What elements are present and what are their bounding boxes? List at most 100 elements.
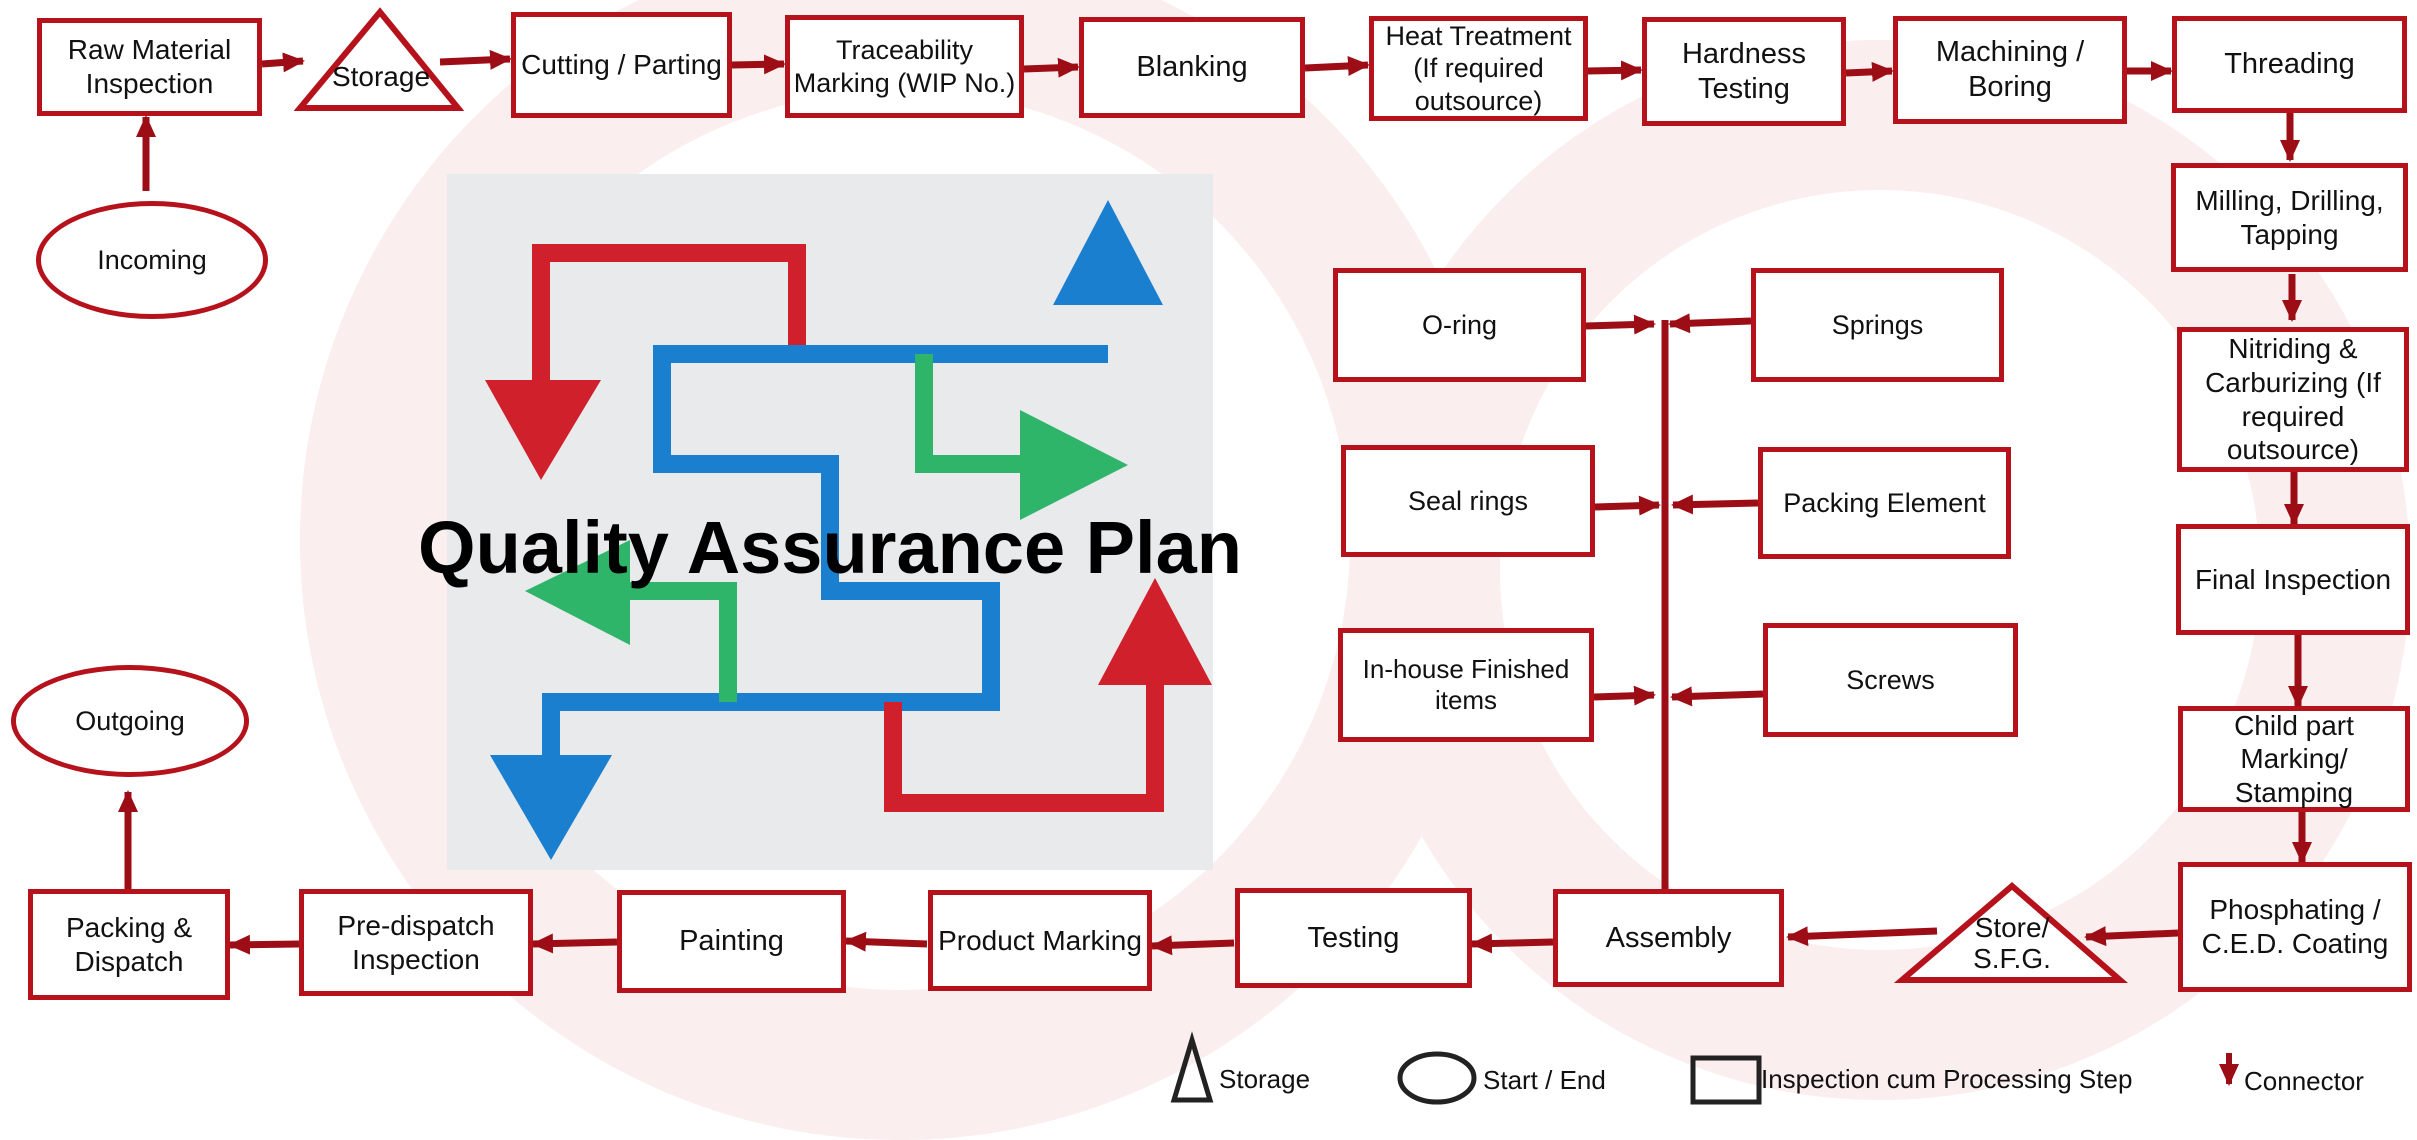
hero-green-arrowhead-right <box>1020 410 1128 520</box>
screws-label: Screws <box>1846 664 1935 695</box>
in-house-finished-items-label: In-house Finished items <box>1362 653 1570 715</box>
incoming-oval: Incoming <box>36 201 268 319</box>
machining-boring-box: Machining / Boring <box>1893 16 2127 124</box>
blanking-box: Blanking <box>1079 17 1305 118</box>
final-inspection-box: Final Inspection <box>2176 524 2410 635</box>
painting-label: Painting <box>679 925 784 958</box>
arrow-hardness-to-machining <box>1845 61 1894 82</box>
pre-dispatch-inspection-box: Pre-dispatch Inspection <box>299 889 533 996</box>
hero-red-path <box>532 244 806 400</box>
traceability-marking-box: Traceability Marking (WIP No.) <box>785 15 1024 118</box>
storage-triangle <box>293 7 465 111</box>
arrow-store-to-assembly <box>1786 926 1938 947</box>
hero-red-arrowhead <box>485 380 601 480</box>
assembly-label: Assembly <box>1605 921 1732 954</box>
arrow-blanking-to-heat <box>1304 55 1370 76</box>
packing-element-label: Packing Element <box>1783 487 1986 518</box>
nitriding-carburizing-label: Nitriding & Carburizing (If required out… <box>2205 333 2381 466</box>
testing-label: Testing <box>1307 921 1400 954</box>
flowchart-canvas: Quality Assurance Plan <box>11 0 2412 1140</box>
arrow-cutting-to-traceability <box>731 54 786 75</box>
hardness-testing-box: Hardness Testing <box>1642 17 1846 126</box>
springs-label: Springs <box>1831 309 1924 340</box>
assembly-box: Assembly <box>1553 889 1784 987</box>
hero-blue-arrowhead-down <box>490 755 612 860</box>
hero-blue-path <box>542 345 1108 770</box>
nitriding-carburizing-box: Nitriding & Carburizing (If required out… <box>2177 327 2409 472</box>
arrow-seal-to-bus <box>1594 495 1661 516</box>
heat-treatment-box: Heat Treatment (If required outsource) <box>1369 16 1588 121</box>
springs-box: Springs <box>1751 268 2004 382</box>
arrow-packing-element-to-bus <box>1671 494 1759 515</box>
o-ring-label: O-ring <box>1421 309 1497 340</box>
packing-dispatch-box: Packing & Dispatch <box>28 889 230 1000</box>
arrow-inhouse-to-bus <box>1593 685 1656 706</box>
product-marking-label: Product Marking <box>938 924 1142 956</box>
testing-box: Testing <box>1235 888 1472 988</box>
seal-rings-label: Seal rings <box>1407 485 1529 516</box>
store-sfg-triangle <box>1893 882 2129 983</box>
hardness-testing-label: Hardness Testing <box>1681 37 1807 105</box>
outgoing-oval: Outgoing <box>11 665 249 777</box>
arrow-raw-to-storage <box>261 52 305 73</box>
arrow-heat-to-hardness <box>1587 60 1643 81</box>
arrow-testing-to-product-marking <box>1150 935 1235 956</box>
in-house-finished-items-box: In-house Finished items <box>1338 628 1594 742</box>
heat-treatment-label: Heat Treatment (If required outsource) <box>1385 20 1572 116</box>
child-part-marking-label: Child part Marking/ Stamping <box>2234 709 2354 808</box>
hero-title: Quality Assurance Plan <box>418 506 1242 589</box>
arrow-product-marking-to-painting <box>844 931 928 952</box>
hero-green-arrowhead-left <box>525 540 630 645</box>
traceability-marking-label: Traceability Marking (WIP No.) <box>793 35 1016 98</box>
legend-start-end-label: Start / End <box>1483 1065 1606 1095</box>
raw-material-inspection-label: Raw Material Inspection <box>67 34 232 99</box>
threading-box: Threading <box>2172 16 2407 113</box>
milling-drilling-tapping-box: Milling, Drilling, Tapping <box>2171 163 2408 272</box>
arrow-assembly-to-testing <box>1470 933 1554 954</box>
hero-green-path-2 <box>590 582 737 702</box>
cutting-parting-label: Cutting / Parting <box>521 49 722 81</box>
pre-dispatch-inspection-label: Pre-dispatch Inspection <box>337 909 495 975</box>
cutting-parting-box: Cutting / Parting <box>511 12 732 118</box>
connector-layer <box>118 7 2312 1105</box>
packing-dispatch-label: Packing & Dispatch <box>65 911 193 977</box>
arrow-oring-to-bus <box>1585 314 1656 335</box>
legend-inspection-label: Inspection cum Processing Step <box>1761 1064 2133 1094</box>
child-part-marking-box: Child part Marking/ Stamping <box>2178 706 2410 812</box>
legend-inspection-icon <box>1690 1055 1762 1105</box>
milling-drilling-tapping-label: Milling, Drilling, Tapping <box>2195 184 2384 250</box>
arrow-painting-to-predispatch <box>531 933 618 954</box>
hero-arrows-graphic <box>485 200 1212 860</box>
arrow-traceability-to-blanking <box>1023 57 1080 78</box>
hero-blue-arrowhead-up <box>1053 200 1163 305</box>
product-marking-box: Product Marking <box>928 890 1152 991</box>
outgoing-label: Outgoing <box>75 705 185 736</box>
legend-connector-label: Connector <box>2244 1066 2364 1096</box>
arrow-screws-to-bus <box>1670 686 1764 707</box>
final-inspection-label: Final Inspection <box>2194 563 2392 595</box>
incoming-label: Incoming <box>97 244 207 275</box>
o-ring-box: O-ring <box>1333 268 1586 382</box>
storage-label: Storage <box>331 61 431 92</box>
arrow-predispatch-to-packing <box>228 934 300 955</box>
painting-box: Painting <box>617 890 846 993</box>
screws-box: Screws <box>1763 623 2018 737</box>
legend-storage-icon <box>1170 1031 1214 1103</box>
arrow-phosphating-to-store <box>2084 926 2179 947</box>
hero-green-path <box>915 354 1034 473</box>
blanking-label: Blanking <box>1136 51 1248 84</box>
machining-boring-label: Machining / Boring <box>1935 36 2085 103</box>
arrow-storage-to-cutting <box>439 49 512 70</box>
packing-element-box: Packing Element <box>1758 447 2011 559</box>
phosphating-coating-box: Phosphating / C.E.D. Coating <box>2178 862 2412 992</box>
raw-material-inspection-box: Raw Material Inspection <box>37 18 262 116</box>
store-sfg-label: Store/ S.F.G. <box>1973 912 2051 974</box>
legend-storage-label: Storage <box>1219 1064 1311 1094</box>
seal-rings-box: Seal rings <box>1341 445 1595 557</box>
hero-red-path-2 <box>884 655 1164 812</box>
legend-start-end-icon <box>1397 1051 1477 1105</box>
phosphating-coating-label: Phosphating / C.E.D. Coating <box>2201 894 2389 959</box>
threading-label: Threading <box>2224 48 2355 81</box>
hero-red-arrowhead-up <box>1098 578 1212 685</box>
arrow-springs-to-bus <box>1668 313 1752 334</box>
